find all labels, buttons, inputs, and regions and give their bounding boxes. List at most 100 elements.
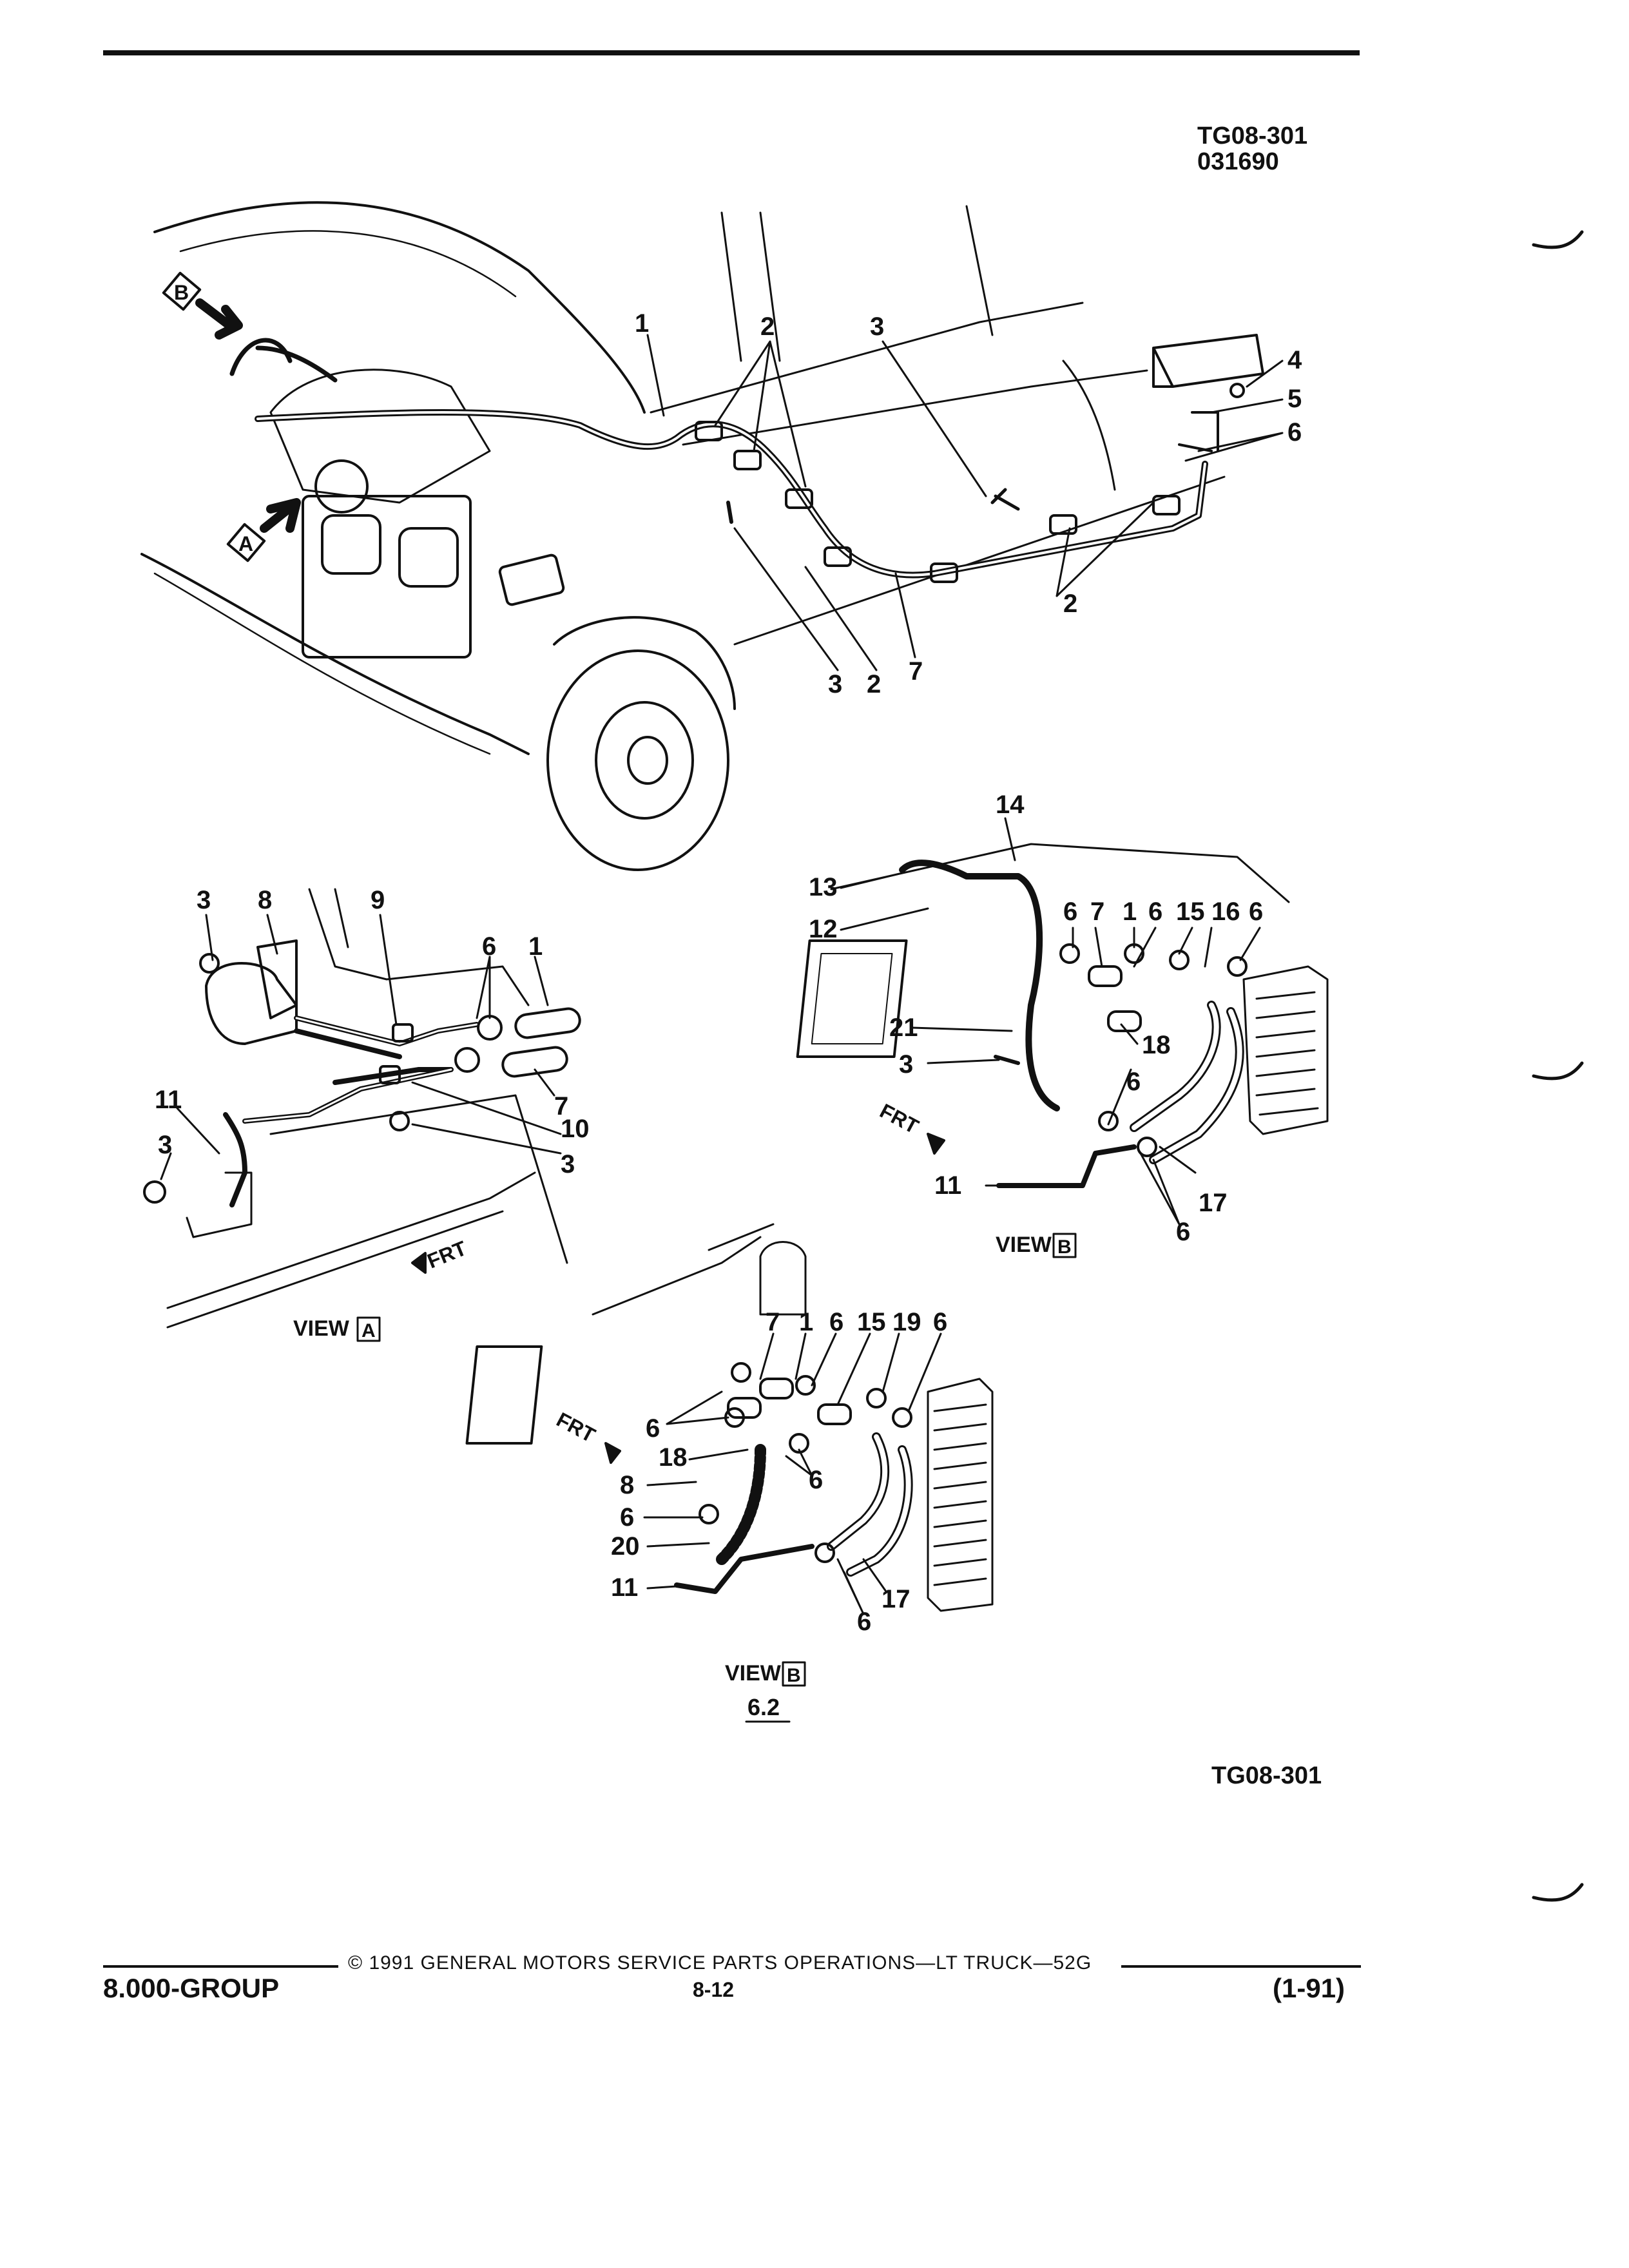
view-a-panel (308, 888, 530, 1006)
front-wheel (546, 649, 729, 871)
clamp (1059, 943, 1080, 964)
svg-text:10: 10 (561, 1115, 590, 1143)
grille (302, 495, 472, 658)
marker-light (498, 553, 565, 606)
door-line (1062, 360, 1116, 491)
radiator (1242, 965, 1329, 1135)
view-b-lower-drawing (465, 1223, 994, 1612)
view-b-lower-leaders (643, 1332, 942, 1615)
svg-text:4: 4 (1287, 346, 1302, 374)
svg-text:3: 3 (828, 670, 842, 698)
svg-text:6: 6 (933, 1308, 947, 1336)
hood-outline (153, 201, 646, 414)
svg-text:19: 19 (892, 1308, 921, 1336)
inlet-pipe (674, 1544, 815, 1594)
svg-text:2: 2 (1063, 590, 1077, 618)
wire-harness (899, 860, 1060, 1111)
svg-text:7: 7 (1090, 898, 1104, 926)
svg-text:7: 7 (909, 657, 923, 686)
pipe-clip (733, 450, 762, 470)
svg-text:11: 11 (155, 1086, 182, 1114)
bracket (186, 1171, 253, 1238)
bolt (389, 1111, 410, 1131)
svg-text:17: 17 (882, 1585, 911, 1613)
pipe-clip (392, 1023, 414, 1043)
screw (726, 501, 733, 524)
hood-edge (592, 1223, 775, 1316)
view-b-lower-title: VIEW B 6.2 (725, 1661, 806, 1723)
pipe-clip (930, 562, 958, 583)
view-b-upper-frt: FRT (876, 1099, 945, 1155)
screw (990, 488, 1020, 511)
view-b-lower-frt: FRT (553, 1408, 621, 1464)
svg-text:18: 18 (1142, 1031, 1171, 1059)
control-valve (205, 962, 298, 1045)
svg-text:8: 8 (258, 886, 272, 914)
svg-text:6: 6 (1249, 898, 1263, 926)
top-rule (103, 50, 1360, 55)
windshield-line (650, 302, 1084, 414)
svg-text:B: B (787, 1665, 801, 1686)
svg-text:3: 3 (870, 312, 884, 341)
svg-text:B: B (174, 281, 189, 304)
svg-text:A: A (238, 532, 253, 555)
svg-text:18: 18 (659, 1443, 688, 1472)
footer-rule-left (103, 1965, 338, 1968)
clamp (1137, 1137, 1157, 1157)
hose-stub (514, 1007, 581, 1039)
view-a-leaders (160, 914, 562, 1180)
svg-text:6: 6 (482, 932, 496, 961)
body-side-line (682, 369, 1148, 446)
svg-text:7: 7 (766, 1308, 780, 1336)
main-callouts: 1 2 3 4 5 6 7 2 3 2 (635, 309, 1302, 698)
svg-text:FRT: FRT (553, 1408, 599, 1447)
clamp (1098, 1111, 1119, 1131)
clamp (477, 1015, 503, 1041)
svg-text:FRT: FRT (424, 1236, 470, 1273)
svg-text:1: 1 (799, 1308, 813, 1336)
svg-text:6: 6 (829, 1308, 843, 1336)
svg-text:6: 6 (1148, 898, 1162, 926)
pipe-clip (785, 488, 813, 509)
binder-mark (1532, 1061, 1584, 1081)
svg-text:11: 11 (934, 1171, 961, 1200)
svg-text:B: B (1057, 1236, 1072, 1258)
binder-mark (1532, 1883, 1584, 1902)
view-b-lower-callouts: 7 1 6 15 19 6 6 18 8 6 6 20 11 6 17 (611, 1308, 947, 1636)
engine-block (269, 369, 491, 504)
svg-text:8: 8 (620, 1471, 634, 1499)
svg-text:1: 1 (1123, 898, 1137, 926)
heater-hose-2-inner (1151, 1009, 1242, 1162)
view-a-title: VIEW A (293, 1316, 381, 1342)
svg-text:1: 1 (528, 932, 543, 961)
svg-text:17: 17 (1199, 1189, 1228, 1217)
view-a-callouts: 3 8 9 6 1 7 10 3 11 3 (155, 886, 590, 1178)
svg-text:15: 15 (857, 1308, 886, 1336)
radiator (927, 1378, 994, 1612)
hose-coupler (1107, 1010, 1142, 1032)
heater-pipe-inner (256, 411, 1206, 577)
svg-text:A: A (361, 1320, 376, 1341)
clamp (795, 1375, 816, 1396)
figure-id: TG08-301 (1197, 122, 1308, 149)
svg-text:3: 3 (158, 1131, 172, 1159)
view-a-lower-pipe (223, 1112, 247, 1207)
heater-core-inner (811, 953, 893, 1044)
svg-text:20: 20 (611, 1532, 640, 1561)
footer-group: 8.000-GROUP (103, 1973, 280, 2003)
heater-hose-2-inner (848, 1447, 911, 1575)
svg-text:16: 16 (1211, 898, 1240, 926)
rocker-line (733, 476, 1226, 646)
svg-text:15: 15 (1176, 898, 1205, 926)
clamp (789, 1433, 809, 1454)
footer-copyright: © 1991 GENERAL MOTORS SERVICE PARTS OPER… (348, 1952, 1092, 1974)
view-flag-a: A (226, 498, 301, 562)
clamp (866, 1388, 887, 1408)
clamp (892, 1407, 912, 1428)
clamp (454, 1047, 480, 1073)
pipe-clip (824, 546, 852, 567)
footer-page-number: 8-12 (693, 1978, 735, 2001)
front-bumper (140, 553, 530, 755)
bolt (199, 953, 220, 974)
